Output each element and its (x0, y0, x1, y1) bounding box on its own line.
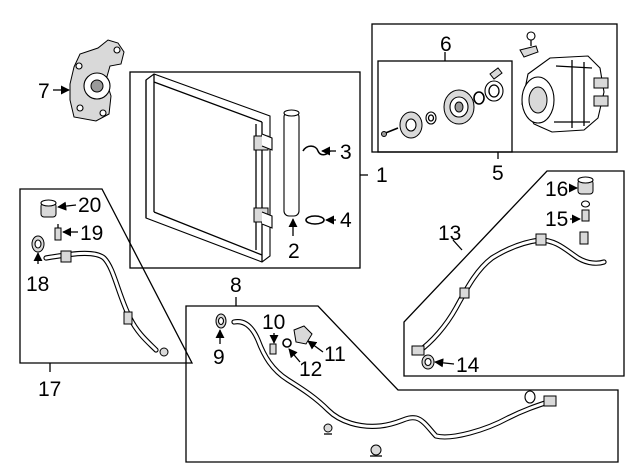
bracket-part (69, 39, 125, 122)
condenser-box (129, 71, 361, 269)
condenser-part (145, 73, 273, 263)
liquid-line-part (231, 319, 557, 457)
valve-15-part (580, 200, 591, 222)
receiver-drier-part (283, 109, 300, 217)
callout-12: 12 (299, 358, 322, 381)
callout-7: 7 (38, 80, 50, 103)
callout-3: 3 (340, 141, 352, 164)
callout-10: 10 (262, 311, 285, 334)
o-ring-part (305, 215, 325, 225)
callout-15: 15 (545, 208, 568, 231)
callout-labels: 1 2 3 4 5 6 7 8 9 10 11 12 13 14 15 16 1… (26, 33, 568, 401)
callout-17: 17 (38, 378, 61, 401)
callout-9: 9 (213, 346, 225, 369)
compressor-part (519, 31, 609, 133)
suction-hose-box (19, 188, 194, 364)
clutch-assembly-part (381, 67, 504, 139)
valve-10-part (269, 343, 277, 355)
valve-19-part (54, 224, 62, 241)
gasket-9-part (215, 313, 227, 329)
gasket-18-part (31, 235, 45, 253)
callout-13: 13 (438, 222, 461, 245)
callout-6: 6 (440, 33, 452, 56)
callout-2: 2 (288, 240, 300, 263)
liquid-line-box (185, 305, 619, 463)
callout-5: 5 (492, 162, 504, 185)
callout-19: 19 (80, 222, 103, 245)
discharge-hose-part (411, 231, 607, 356)
sensor-11-part (293, 325, 313, 345)
cap-16-part (577, 176, 594, 195)
cap-20-part (40, 199, 57, 218)
callout-8: 8 (230, 274, 242, 297)
callout-14: 14 (456, 354, 480, 377)
suction-hose-part (43, 250, 169, 357)
callout-1: 1 (376, 164, 388, 187)
gasket-14-part (421, 354, 435, 370)
callout-18: 18 (26, 273, 49, 296)
callout-4: 4 (340, 209, 352, 232)
o-ring-12-part (282, 338, 292, 348)
leader-lines (33, 52, 581, 372)
discharge-hose-box (403, 170, 625, 377)
callout-11: 11 (324, 343, 346, 366)
callout-20: 20 (78, 194, 101, 217)
callout-16: 16 (545, 178, 568, 201)
